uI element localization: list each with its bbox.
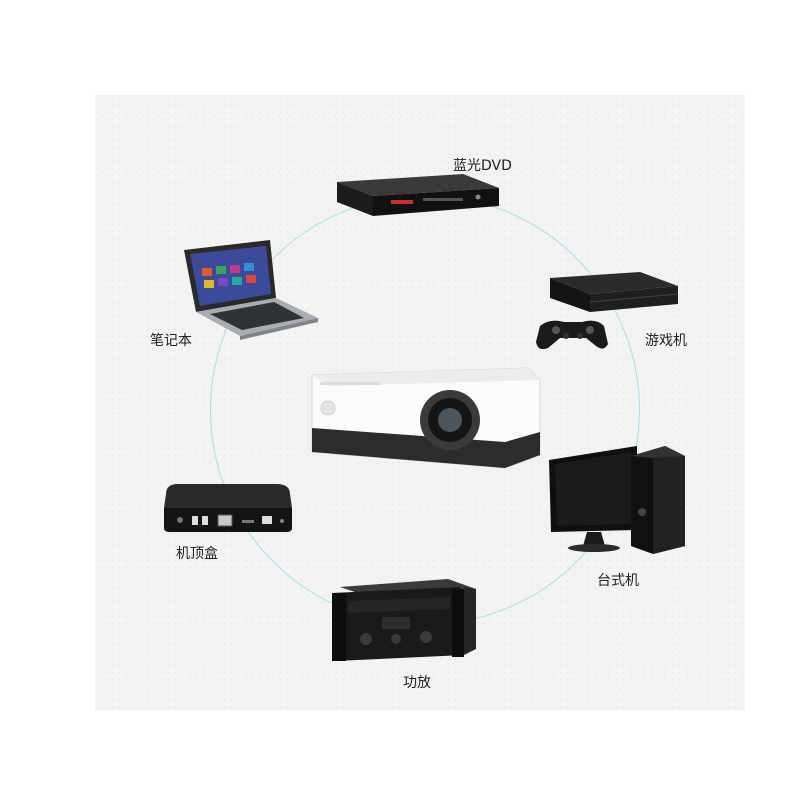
bluray-dvd-player-image xyxy=(337,174,499,216)
game-console-image xyxy=(536,272,679,350)
desktop-computer-image xyxy=(549,446,685,554)
amplifier-label: 功放 xyxy=(403,675,431,691)
game-console-label: 游戏机 xyxy=(645,333,687,349)
laptop-image xyxy=(184,240,318,340)
desktop-label: 台式机 xyxy=(597,573,639,589)
set-top-box-image xyxy=(164,484,292,532)
bluray-dvd-label: 蓝光DVD xyxy=(453,158,512,174)
set-top-box-label: 机顶盒 xyxy=(176,546,218,562)
amplifier-image xyxy=(332,579,476,661)
laptop-label: 笔记本 xyxy=(150,333,192,349)
projector-image xyxy=(311,367,541,469)
